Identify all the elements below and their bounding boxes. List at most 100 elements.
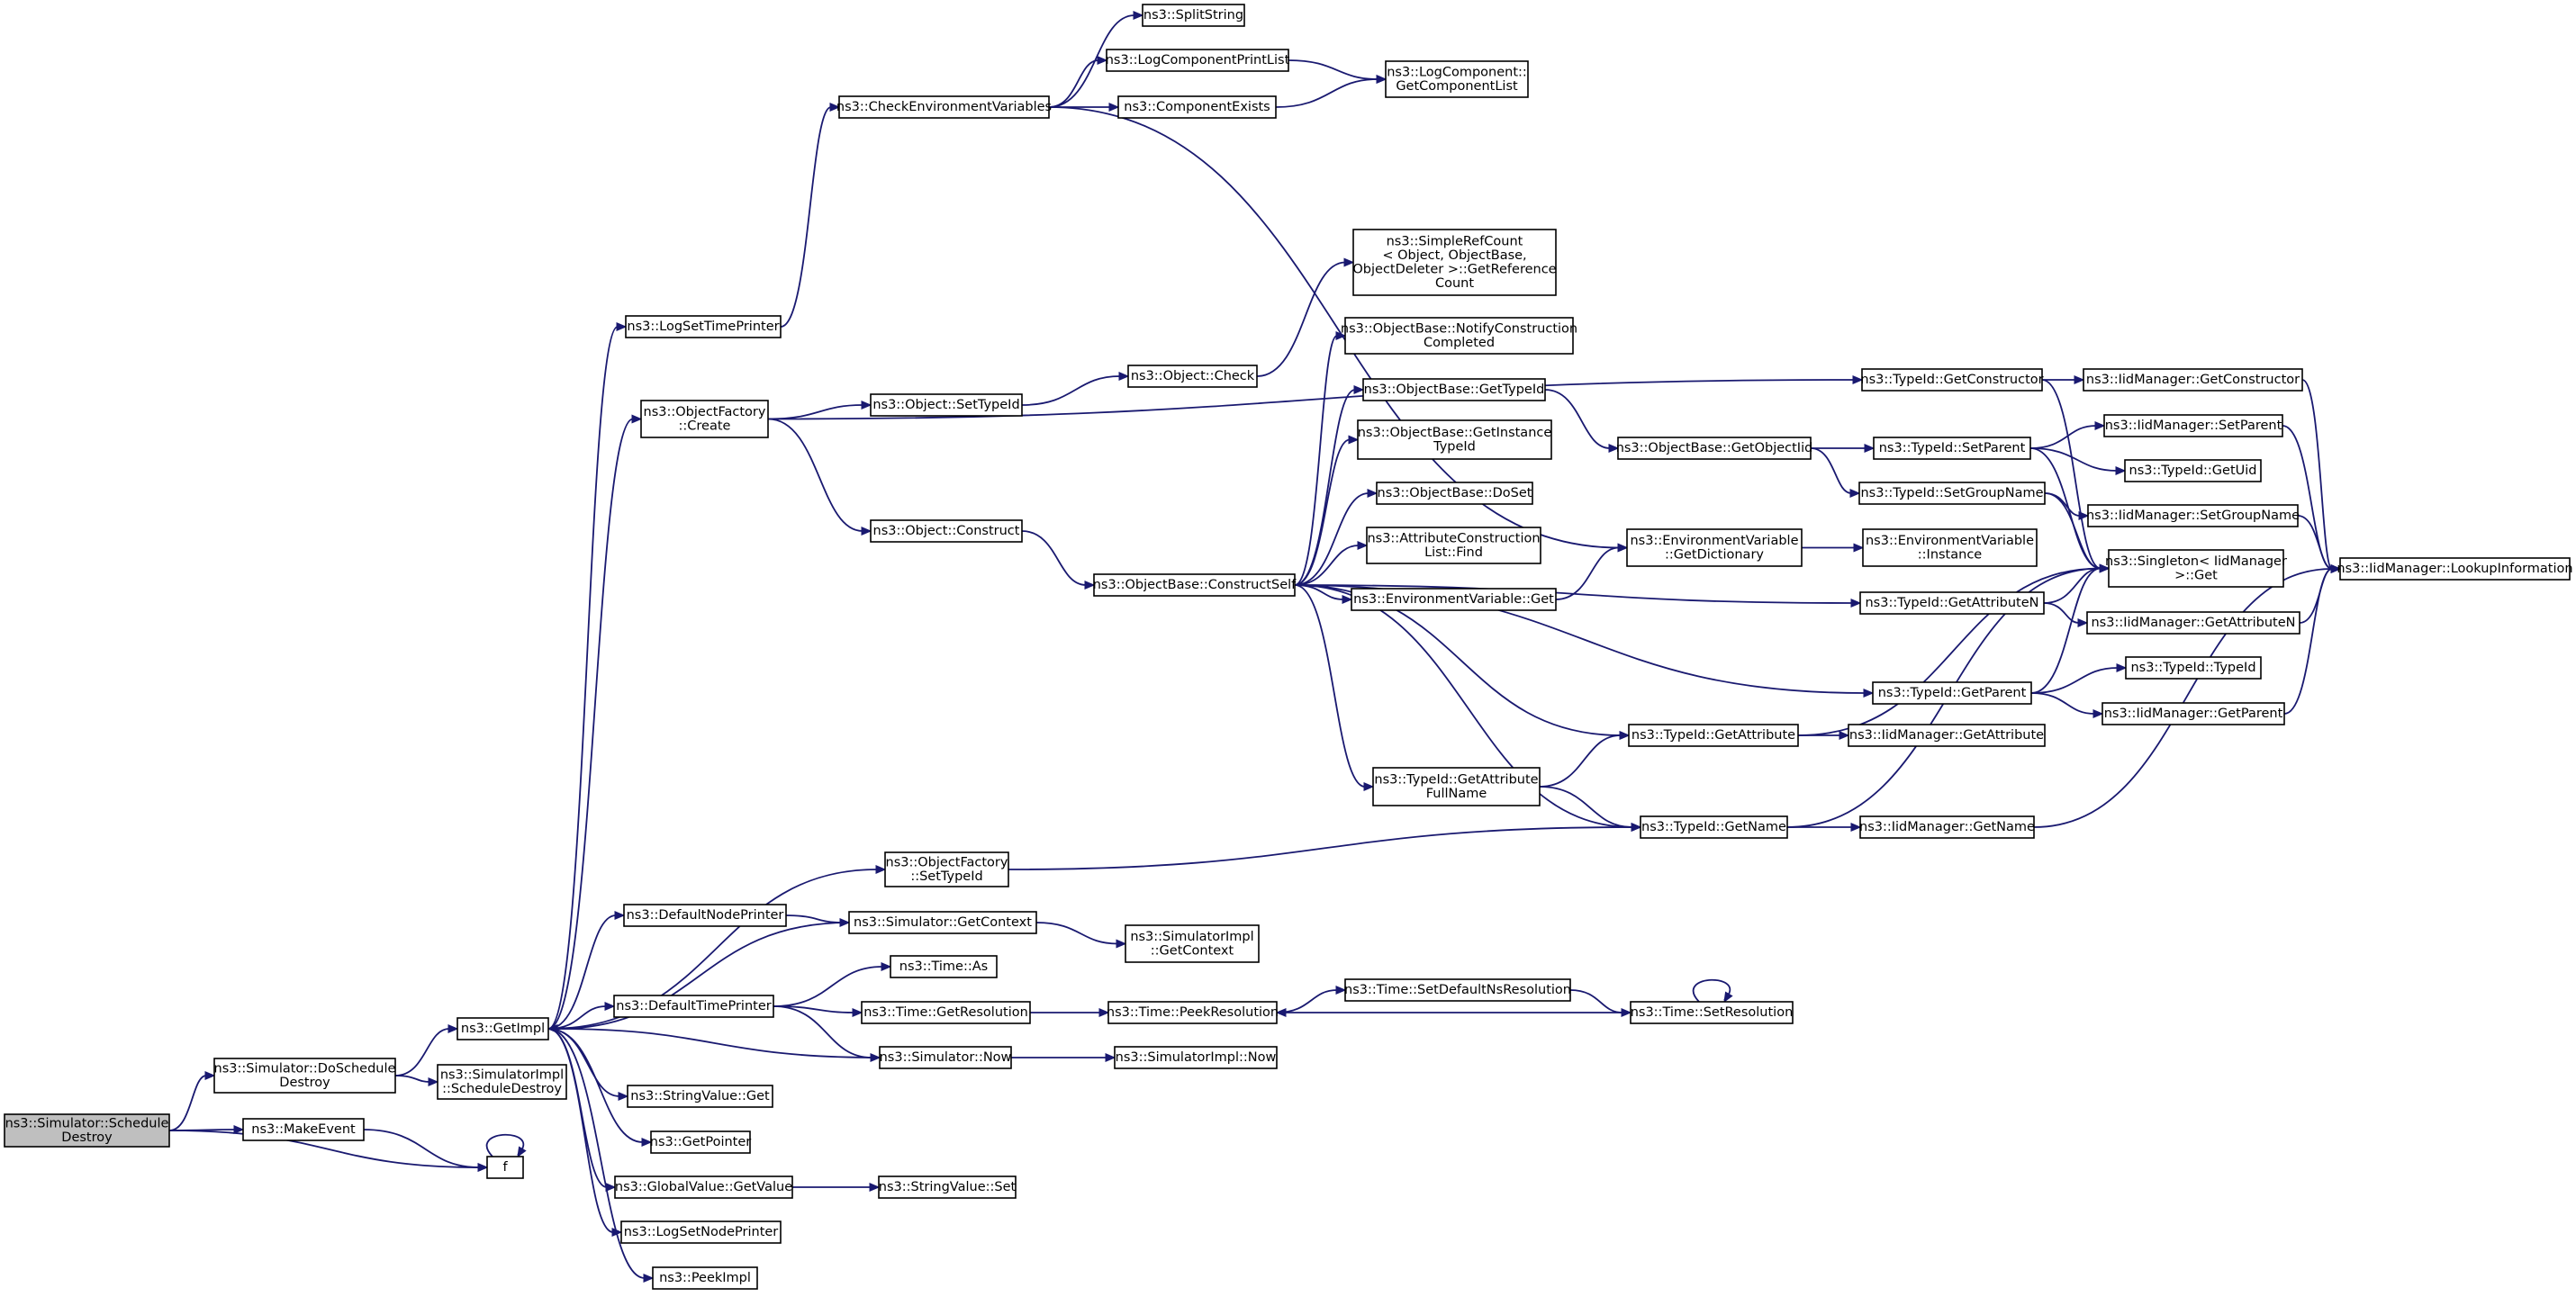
node-box[interactable] (437, 1064, 567, 1100)
node-stringvalue-set[interactable]: ns3::StringValue::Set (878, 1175, 1017, 1199)
node-objbase-doset[interactable]: ns3::ObjectBase::DoSet (1376, 482, 1533, 505)
node-simimpl-schedDestroy[interactable]: ns3::SimulatorImpl::ScheduleDestroy (437, 1064, 567, 1100)
node-box[interactable] (884, 851, 1009, 887)
node-typeid-typeid[interactable]: ns3::TypeId::TypeId (2125, 656, 2262, 680)
node-box[interactable] (838, 95, 1050, 119)
node-box[interactable] (1344, 317, 1574, 355)
node-box[interactable] (1640, 815, 1788, 839)
node-defaulttimeprinter[interactable]: ns3::DefaultTimePrinter (613, 995, 774, 1018)
node-box[interactable] (1117, 95, 1277, 119)
node-box[interactable] (1626, 528, 1803, 567)
node-box[interactable] (1859, 591, 2045, 615)
node-box[interactable] (614, 1175, 793, 1199)
node-box[interactable] (1127, 365, 1258, 388)
node-iidmgr-setgroupname[interactable]: ns3::IidManager::SetGroupName (2086, 504, 2300, 527)
node-box[interactable] (2125, 656, 2262, 680)
node-logcomponent-getlist[interactable]: ns3::LogComponent::GetComponentList (1385, 60, 1529, 98)
node-stringvalue-get[interactable]: ns3::StringValue::Get (627, 1085, 773, 1108)
node-box[interactable] (623, 904, 787, 927)
node-logsettimeprinter[interactable]: ns3::LogSetTimePrinter (625, 315, 782, 338)
node-iidmgr-getparent[interactable]: ns3::IidManager::GetParent (2101, 702, 2285, 725)
node-box[interactable] (652, 1266, 758, 1290)
node-sim-now[interactable]: ns3::Simulator::Now (879, 1046, 1012, 1069)
node-box[interactable] (1848, 724, 2046, 747)
node-box[interactable] (1873, 437, 2031, 460)
node-defaultnodeprinter[interactable]: ns3::DefaultNodePrinter (623, 904, 787, 927)
node-getpointer[interactable]: ns3::GetPointer (650, 1130, 752, 1154)
node-time-setresolution[interactable]: ns3::Time::SetResolution (1630, 1001, 1794, 1024)
node-box[interactable] (1362, 378, 1546, 401)
node-box[interactable] (1630, 1001, 1794, 1024)
node-box[interactable] (870, 393, 1023, 417)
node-box[interactable] (2339, 557, 2571, 581)
node-typeid-getattributen[interactable]: ns3::TypeId::GetAttributeN (1859, 591, 2045, 615)
node-time-peekresolution[interactable]: ns3::Time::PeekResolution (1107, 1001, 1279, 1024)
node-box[interactable] (486, 1156, 524, 1179)
node-logsetnodeprinter[interactable]: ns3::LogSetNodePrinter (620, 1220, 782, 1244)
node-box[interactable] (861, 1001, 1031, 1024)
node-iidmgr-getname[interactable]: ns3::IidManager::GetName (1859, 815, 2035, 839)
node-envvar-instance[interactable]: ns3::EnvironmentVariable::Instance (1862, 528, 2038, 567)
node-box[interactable] (2103, 414, 2283, 437)
node-globalvalue-getvalue[interactable]: ns3::GlobalValue::GetValue (614, 1175, 793, 1199)
node-typeid-setgroupname[interactable]: ns3::TypeId::SetGroupName (1858, 482, 2046, 505)
node-box[interactable] (1357, 419, 1552, 460)
node-box[interactable] (1142, 4, 1245, 27)
node-box[interactable] (1352, 229, 1557, 296)
node-typeid-getname[interactable]: ns3::TypeId::GetName (1640, 815, 1788, 839)
node-objbase-gettypeid[interactable]: ns3::ObjectBase::GetTypeId (1362, 378, 1546, 401)
node-sim-getcontext[interactable]: ns3::Simulator::GetContext (848, 911, 1037, 934)
node-componentexists[interactable]: ns3::ComponentExists (1117, 95, 1277, 119)
node-box[interactable] (1385, 60, 1529, 98)
node-simimpl-getcontext[interactable]: ns3::SimulatorImpl::GetContext (1125, 924, 1260, 963)
node-box[interactable] (456, 1017, 549, 1040)
node-objfactory-settypeid[interactable]: ns3::ObjectFactory::SetTypeId (884, 851, 1009, 887)
node-typeid-getparent[interactable]: ns3::TypeId::GetParent (1872, 681, 2032, 705)
node-splitstring[interactable]: ns3::SplitString (1142, 4, 1245, 27)
node-envvar-getdictionary[interactable]: ns3::EnvironmentVariable::GetDictionary (1626, 528, 1803, 567)
node-objbase-getobjectiid[interactable]: ns3::ObjectBase::GetObjectIid (1616, 437, 1813, 460)
node-objfactory-create[interactable]: ns3::ObjectFactory::Create (640, 400, 769, 438)
node-box[interactable] (242, 1118, 365, 1141)
node-box[interactable] (1125, 924, 1260, 963)
node-envvar-get[interactable]: ns3::EnvironmentVariable::Get (1351, 588, 1557, 611)
node-objbase-constructself[interactable]: ns3::ObjectBase::ConstructSelf (1093, 573, 1297, 597)
node-box[interactable] (1366, 527, 1541, 564)
node-box[interactable] (213, 1058, 396, 1094)
node-box[interactable] (2083, 368, 2303, 392)
node-box[interactable] (2087, 504, 2299, 527)
node-box[interactable] (1628, 724, 1799, 747)
node-iidmgr-getconstructor[interactable]: ns3::IidManager::GetConstructor (2083, 368, 2303, 392)
node-box[interactable] (650, 1130, 751, 1154)
node-makeevent[interactable]: ns3::MakeEvent (242, 1118, 365, 1141)
node-objbase-notify[interactable]: ns3::ObjectBase::NotifyConstructionCompl… (1341, 317, 1577, 355)
node-box[interactable] (1376, 482, 1533, 505)
node-box[interactable] (2086, 611, 2300, 635)
node-box[interactable] (613, 995, 774, 1018)
node-iidmgr-getattribute[interactable]: ns3::IidManager::GetAttribute (1848, 724, 2046, 747)
node-iidmgr-getattributen[interactable]: ns3::IidManager::GetAttributeN (2086, 611, 2300, 635)
node-time-getresolution[interactable]: ns3::Time::GetResolution (861, 1001, 1031, 1024)
node-box[interactable] (1617, 437, 1812, 460)
node-box[interactable] (878, 1175, 1017, 1199)
node-box[interactable] (1351, 588, 1557, 611)
node-box[interactable] (1858, 482, 2046, 505)
node-box[interactable] (1344, 978, 1571, 1002)
node-box[interactable] (2108, 549, 2284, 588)
node-box[interactable] (2124, 459, 2262, 482)
node-box[interactable] (1093, 573, 1296, 597)
node-box[interactable] (890, 955, 998, 978)
node-box[interactable] (4, 1113, 170, 1148)
node-iidmgr-lookup[interactable]: ns3::IidManager::LookupInformation (2336, 557, 2573, 581)
node-root[interactable]: ns3::Simulator::ScheduleDestroy (4, 1113, 170, 1148)
node-box[interactable] (1862, 528, 2038, 567)
node-box[interactable] (1859, 815, 2035, 839)
node-typeid-getattribute[interactable]: ns3::TypeId::GetAttribute (1628, 724, 1799, 747)
node-box[interactable] (848, 911, 1037, 934)
node-box[interactable] (627, 1085, 773, 1108)
node-time-setdefaultns[interactable]: ns3::Time::SetDefaultNsResolution (1344, 978, 1571, 1002)
node-typeid-getuid[interactable]: ns3::TypeId::GetUid (2124, 459, 2262, 482)
